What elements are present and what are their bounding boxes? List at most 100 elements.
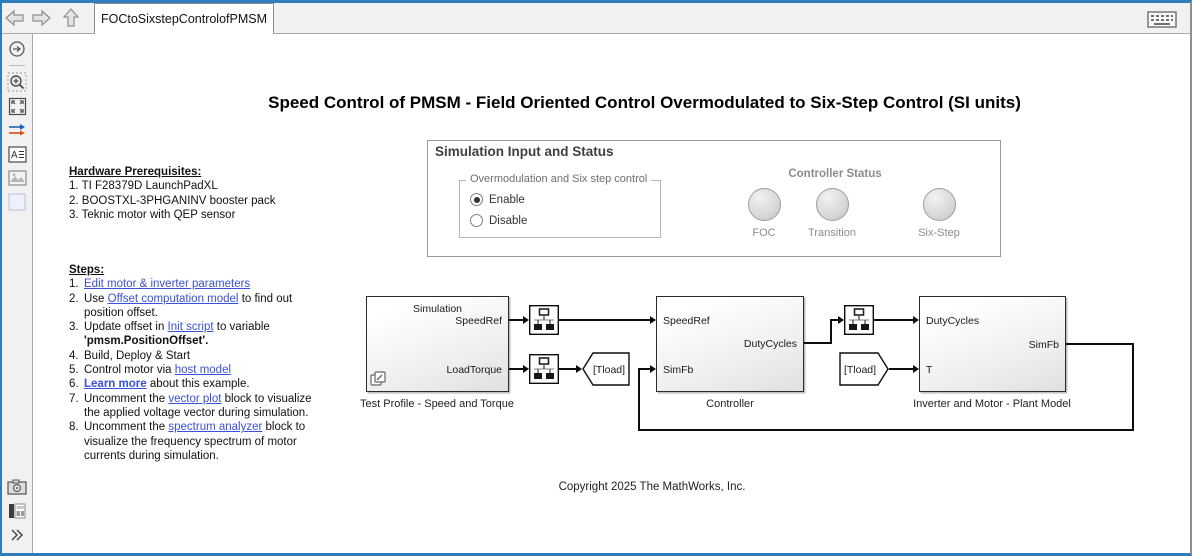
wire-arrowhead (650, 365, 656, 373)
fit-to-view-icon (8, 97, 26, 115)
variant-active-label: Simulation (412, 303, 463, 315)
image-icon (7, 170, 27, 186)
wire-arrowhead (913, 316, 919, 324)
expand-sidebar-button[interactable] (7, 525, 27, 545)
circle-arrow-icon (9, 41, 25, 57)
model-palette-sidebar: A (2, 34, 33, 553)
hardware-item: 2. BOOSTXL-3PHGANINV booster pack (69, 194, 276, 207)
steps-annotation: Steps: 1. Edit motor & inverter paramete… (69, 263, 325, 463)
sixstep-lamp-label: Six-Step (918, 227, 960, 239)
wire-arrowhead (523, 365, 529, 373)
annotation-button[interactable]: A (7, 144, 27, 164)
step-item: 6. Learn more about this example. (69, 378, 250, 391)
vector-plot-link[interactable]: vector plot (168, 392, 222, 405)
step-item: 4. Build, Deploy & Start (69, 349, 191, 362)
learn-more-link[interactable]: Learn more (84, 378, 147, 391)
sixstep-status-lamp (923, 188, 956, 221)
dual-arrows-icon (9, 124, 25, 136)
controller-block[interactable]: SpeedRef SimFb DutyCycles (656, 296, 804, 392)
goto-tag-label: [Tload] (593, 364, 625, 376)
loadtorque-outport-label: LoadTorque (446, 364, 502, 376)
simfb-outport-label: SimFb (1028, 339, 1059, 351)
plant-model-block[interactable]: DutyCycles T SimFb (919, 296, 1066, 392)
hardware-item: 1. TI F28379D LaunchPadXL (69, 180, 218, 193)
back-arrow-icon (5, 9, 24, 27)
hardware-item: 3. Teknic motor with QEP sensor (69, 208, 236, 221)
fit-to-view-button[interactable] (7, 96, 27, 116)
simulation-input-status-panel: Simulation Input and Status Overmodulati… (427, 140, 1001, 257)
panel-grid-icon (9, 503, 26, 519)
wire-arrowhead (576, 365, 582, 373)
model-data-editor-button[interactable] (7, 501, 27, 521)
init-script-link[interactable]: Init script (167, 321, 214, 334)
offset-computation-link[interactable]: Offset computation model (107, 292, 239, 305)
controller-status-title: Controller Status (788, 168, 882, 180)
model-tab[interactable]: FOCtoSixstepControlofPMSM (94, 3, 274, 34)
model-tab-title: FOCtoSixstepControlofPMSM (100, 12, 268, 26)
simfb-feedback-wire[interactable] (638, 368, 651, 370)
dutycycles-wire[interactable] (830, 319, 832, 344)
screenshot-button[interactable] (7, 477, 27, 497)
up-arrow-icon (62, 8, 80, 27)
speedref-inport-label: SpeedRef (663, 315, 710, 327)
transition-status-lamp (816, 188, 849, 221)
simfb-inport-label: SimFb (663, 364, 694, 376)
step-item: 7. Uncomment the vector plot block to vi… (69, 392, 312, 419)
simfb-feedback-wire[interactable] (1132, 343, 1134, 431)
simfb-feedback-wire[interactable] (638, 429, 1134, 431)
wire-arrowhead (838, 316, 844, 324)
simfb-feedback-wire[interactable] (1066, 343, 1134, 345)
disable-radio[interactable]: Disable (470, 214, 527, 227)
torque-wire[interactable] (889, 368, 914, 370)
model-canvas[interactable]: Speed Control of PMSM - Field Oriented C… (33, 34, 1190, 553)
from-tag-label: [Tload] (844, 364, 876, 376)
from-tload-tag[interactable]: [Tload] (839, 352, 889, 386)
host-model-link[interactable]: host model (174, 364, 232, 377)
dutycycles-wire[interactable] (874, 319, 914, 321)
back-button[interactable] (2, 6, 28, 30)
signal-lines-button[interactable] (7, 120, 27, 140)
keyboard-icon (1147, 10, 1177, 28)
wire-arrowhead (913, 365, 919, 373)
enable-radio[interactable]: Enable (470, 193, 525, 206)
plant-model-caption: Inverter and Motor - Plant Model (913, 398, 1071, 410)
model-toolbar: FOCtoSixstepControlofPMSM (2, 3, 1190, 34)
spectrum-analyzer-link[interactable]: spectrum analyzer (168, 421, 263, 434)
foc-lamp-label: FOC (752, 227, 776, 239)
forward-arrow-icon (32, 9, 51, 27)
keyboard-shortcuts-button[interactable] (1144, 8, 1180, 30)
goto-tload-tag[interactable]: [Tload] (582, 352, 630, 386)
radio-button-icon[interactable] (470, 214, 483, 227)
zoom-region-icon (7, 72, 27, 92)
dutycycles-outport-label: DutyCycles (743, 338, 797, 350)
speedref-wire[interactable] (509, 319, 524, 321)
disable-radio-label: Disable (489, 214, 528, 227)
loadtorque-wire[interactable] (509, 368, 524, 370)
forward-button[interactable] (28, 6, 54, 30)
signal-hierarchy-block[interactable] (844, 305, 874, 335)
groupbox-label: Overmodulation and Six step control (466, 173, 652, 185)
camera-icon (7, 479, 27, 495)
insert-image-button[interactable] (7, 168, 27, 188)
hide-browser-button[interactable] (7, 39, 27, 59)
up-to-parent-button[interactable] (58, 6, 84, 30)
dutycycles-wire[interactable] (804, 342, 832, 344)
copyright-annotation: Copyright 2025 The MathWorks, Inc. (558, 481, 746, 493)
step-item: 2. Use Offset computation model to find … (69, 292, 293, 319)
speedref-wire[interactable] (559, 319, 651, 321)
simfb-feedback-wire[interactable] (638, 368, 640, 431)
dutycycles-wire[interactable] (830, 319, 839, 321)
test-profile-block[interactable]: Simulation SpeedRef LoadTorque (366, 296, 509, 392)
controller-caption: Controller (706, 398, 754, 410)
signal-hierarchy-block[interactable] (529, 305, 559, 335)
insert-area-button[interactable] (7, 192, 27, 212)
overmodulation-groupbox: Overmodulation and Six step control Enab… (459, 173, 661, 238)
zoom-to-region-button[interactable] (7, 72, 27, 92)
edit-parameters-link[interactable]: Edit motor & inverter parameters (84, 278, 251, 291)
model-title-annotation: Speed Control of PMSM - Field Oriented C… (268, 93, 1021, 112)
radio-button-icon[interactable] (470, 193, 483, 206)
dutycycles-inport-label: DutyCycles (926, 315, 980, 327)
signal-hierarchy-block[interactable] (529, 354, 559, 384)
loadtorque-wire[interactable] (559, 368, 577, 370)
